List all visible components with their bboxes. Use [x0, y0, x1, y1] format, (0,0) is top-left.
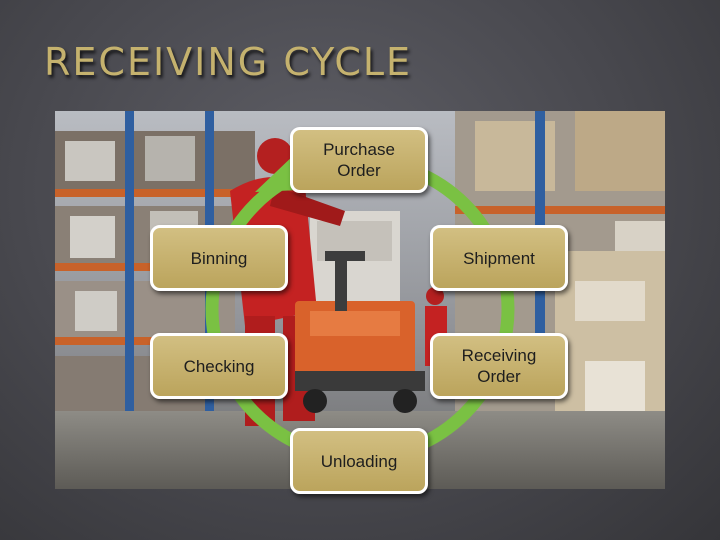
- step-purchase-order: Purchase Order: [290, 127, 428, 193]
- step-unloading: Unloading: [290, 428, 428, 494]
- step-binning: Binning: [150, 225, 288, 291]
- slide-title: RECEIVING CYCLE: [44, 40, 413, 84]
- step-checking: Checking: [150, 333, 288, 399]
- step-shipment: Shipment: [430, 225, 568, 291]
- step-receiving-order: Receiving Order: [430, 333, 568, 399]
